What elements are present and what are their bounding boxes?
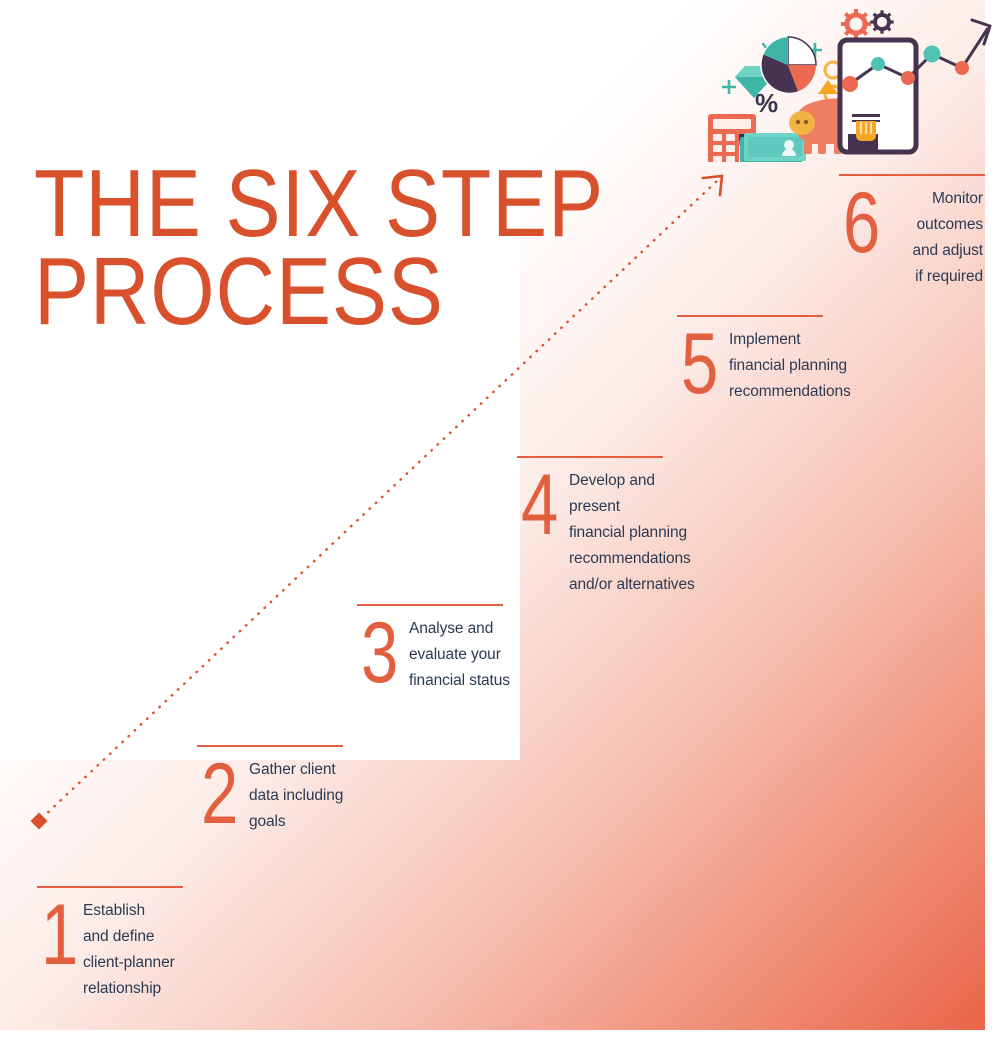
step-item-2: 2 Gather client data including goals <box>197 745 344 842</box>
step-description: Gather client data including goals <box>249 761 344 831</box>
step-item-6: 6 Monitor outcomes and adjust if require… <box>839 174 985 290</box>
percent-symbol: % <box>755 88 778 118</box>
step-description: Implement financial planning recommendat… <box>729 331 851 401</box>
page-title: THE SIX STEP PROCESS <box>34 150 605 346</box>
step-number: 2 <box>201 746 239 842</box>
step-item-1: 1 Establish and define client-planner re… <box>37 886 183 1002</box>
step-description: Establish and define client-planner rela… <box>83 902 175 998</box>
step-divider <box>37 886 183 888</box>
step-divider <box>517 456 663 458</box>
step-item-3: 3 Analyse and evaluate your financial st… <box>357 604 510 701</box>
svg-text:%: % <box>755 88 778 118</box>
step-item-4: 4 Develop and present financial planning… <box>517 456 695 598</box>
step-divider <box>197 745 343 747</box>
gear-icons <box>841 9 894 39</box>
step-description: Analyse and evaluate your financial stat… <box>409 620 510 690</box>
step-number: 5 <box>681 316 719 412</box>
tablet-line-chart-icon <box>837 37 919 155</box>
step-number: 1 <box>41 887 79 983</box>
step-number: 4 <box>521 457 559 553</box>
financial-planning-illustration: % <box>708 9 992 162</box>
step-description: Develop and present financial planning r… <box>569 472 695 594</box>
step-description: Monitor outcomes and adjust if required <box>912 190 983 286</box>
banknote-icon <box>740 133 806 162</box>
step-item-5: 5 Implement financial planning recommend… <box>677 315 851 412</box>
pie-chart-icon <box>760 36 817 93</box>
step-number: 6 <box>843 175 881 271</box>
rising-arrow-icon <box>842 18 992 92</box>
step-number: 3 <box>361 605 399 701</box>
step-divider <box>839 174 985 176</box>
step-divider <box>677 315 823 317</box>
step-divider <box>357 604 503 606</box>
hand-icon <box>852 114 880 141</box>
